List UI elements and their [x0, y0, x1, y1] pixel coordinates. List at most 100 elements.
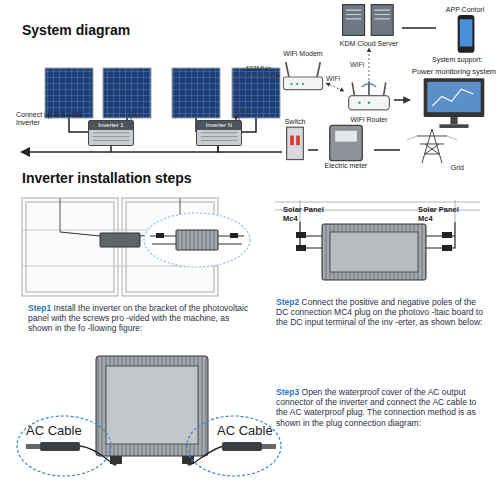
node-icon — [286, 62, 321, 78]
cloud-server: KDM Cloud Server — [336, 0, 402, 48]
section-heading: Inverter installation steps — [22, 170, 192, 187]
node-icon — [424, 78, 485, 117]
mounted-panels — [22, 198, 218, 296]
wifi-router: WiFi Router — [344, 80, 394, 124]
node-icon — [197, 130, 241, 145]
antenna — [131, 112, 132, 120]
node-icon — [282, 126, 308, 162]
node-icon — [436, 14, 494, 56]
node-icon — [290, 136, 294, 146]
magnifier — [230, 233, 238, 238]
node-label: Electric meter — [325, 162, 368, 170]
app-phone: APP Contorl — [436, 6, 494, 56]
node-icon — [344, 80, 394, 116]
ac-bus — [20, 147, 111, 157]
node-label: Switch — [285, 118, 306, 126]
node-icon — [280, 58, 326, 96]
step-paragraph: Step3 Open the waterproof cover of the A… — [276, 387, 490, 428]
diagram-title: System diagram — [22, 22, 130, 39]
node-label: WiFi Modem — [283, 50, 322, 58]
antenna — [239, 112, 240, 120]
node-icon — [336, 0, 402, 40]
antenna — [242, 108, 247, 118]
note-text: Connect up to 6 units Inverter — [16, 111, 90, 128]
dc-wire — [242, 118, 256, 132]
callout-label: AC Cable — [217, 423, 273, 439]
solar-panel — [45, 68, 93, 118]
node-icon — [439, 124, 468, 128]
grid-tower: Grid — [400, 128, 464, 172]
wifi-modem: WiFi Modem — [280, 50, 326, 96]
node-label: Power monitoring system — [412, 68, 496, 77]
wireless-link — [236, 76, 280, 120]
node-icon — [417, 129, 447, 163]
step-number: Step3 — [276, 387, 299, 397]
monitoring-computer: Power monitoring system — [410, 68, 498, 130]
node-icon — [330, 125, 363, 160]
node-icon — [282, 126, 308, 162]
node-icon — [336, 0, 402, 40]
magnifier — [150, 236, 244, 244]
step-paragraph: Step1 Install the inverter on the bracke… — [28, 303, 256, 334]
inverter-ac — [80, 446, 224, 465]
callout-label: AC Cable — [26, 423, 82, 439]
node-icon — [362, 84, 376, 87]
solar-panel — [232, 68, 280, 118]
power-line — [374, 149, 400, 151]
solar-panel — [103, 68, 151, 118]
inverter-ac — [80, 356, 224, 465]
ac-connector-callout — [26, 444, 40, 449]
wireless-link — [326, 83, 344, 91]
step-number: Step2 — [276, 297, 299, 307]
node-icon — [89, 130, 133, 145]
switch-breaker: Switch — [282, 118, 308, 162]
node-icon — [302, 83, 304, 85]
solar-panel — [172, 68, 220, 118]
inverter-box: Inverter 1 — [88, 120, 134, 146]
inverter-dc — [296, 232, 306, 238]
inverter-ac — [96, 356, 208, 456]
note-text: System support: — [432, 56, 483, 64]
power-line — [111, 146, 218, 152]
node-icon — [410, 77, 498, 130]
node-icon — [343, 5, 365, 36]
wireless-link — [369, 48, 370, 80]
node-label: WiFi Router — [351, 116, 388, 124]
electric-meter: Electric meter — [318, 124, 374, 170]
node-icon — [458, 15, 475, 53]
power-line — [218, 146, 282, 152]
inverter-small — [100, 233, 140, 247]
node-label: KDM Cloud Server — [340, 40, 398, 48]
node-icon — [371, 5, 393, 36]
ac-connector-callout — [17, 416, 281, 476]
magnifier — [144, 213, 250, 267]
ac-connector-callout — [187, 416, 281, 476]
node-icon — [410, 77, 498, 130]
node-icon — [93, 133, 129, 141]
node-icon — [432, 89, 473, 106]
node-icon — [296, 83, 298, 85]
ac-connector-callout — [17, 416, 111, 476]
node-icon — [427, 81, 480, 111]
step-text: Install the inverter on the bracket of t… — [28, 303, 248, 333]
ac-bus — [20, 147, 30, 157]
node-icon — [280, 58, 326, 96]
node-label: APP Contorl — [446, 6, 484, 14]
inverter-box: Inverter N — [196, 120, 242, 146]
step-text: Open the waterproof cover of the AC outp… — [276, 387, 476, 428]
node-icon — [368, 102, 370, 104]
node-icon — [407, 136, 457, 140]
inverter-dc — [322, 224, 426, 280]
panel-frame — [275, 200, 480, 222]
antenna — [134, 108, 139, 118]
node-icon — [197, 130, 241, 145]
node-icon — [296, 136, 300, 146]
antenna — [131, 108, 247, 120]
ac-connector-callout — [40, 442, 80, 451]
node-icon — [346, 10, 390, 19]
solar-panel — [45, 68, 280, 118]
ac-connector-callout — [222, 442, 262, 451]
node-icon — [290, 83, 292, 85]
node-label: Grid — [451, 164, 464, 172]
power-line — [394, 99, 410, 101]
